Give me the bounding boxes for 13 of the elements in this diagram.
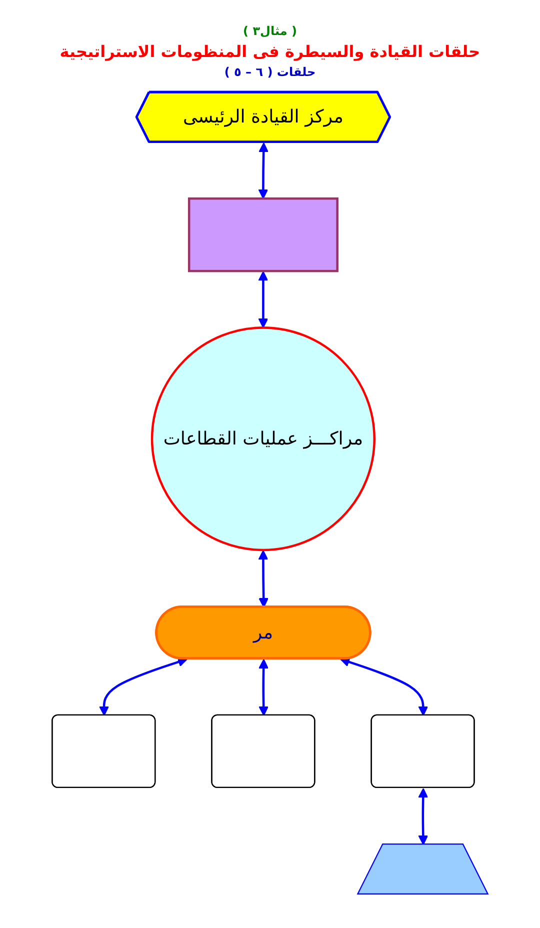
- example-label: ( مثال٣ ): [242, 24, 298, 38]
- arrow: [258, 271, 268, 328]
- arrow: [99, 657, 188, 716]
- node-trapezoid: [356, 844, 489, 894]
- arrow: [418, 788, 428, 846]
- node-circle: مراكـــز عمليات القطاعات: [150, 326, 376, 552]
- arrow: [258, 550, 269, 608]
- arrow: [258, 658, 269, 716]
- arrow: [340, 657, 428, 716]
- diagram-title: حلقات القيادة والسيطرة فى المنظومات الاستراتيجية: [58, 42, 482, 61]
- arrow: [258, 142, 269, 199]
- subtitle-label: حلقات ( ٦ – ٥ ): [223, 65, 317, 79]
- node-box: [188, 197, 338, 272]
